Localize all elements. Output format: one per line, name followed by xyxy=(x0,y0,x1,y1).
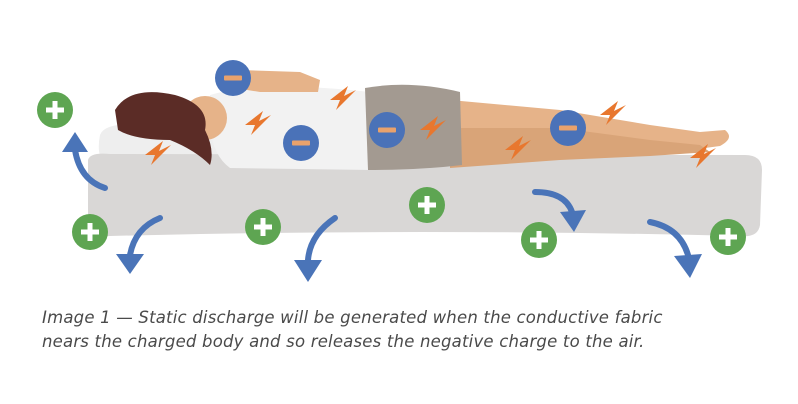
plus-circle-icon xyxy=(72,214,108,250)
curved-arrow-icon xyxy=(647,219,691,258)
hair xyxy=(115,92,212,165)
curved-arrow-icon xyxy=(72,147,108,191)
plus-circle-icon xyxy=(521,222,557,258)
minus-circle-icon xyxy=(369,112,405,148)
arm xyxy=(235,70,320,92)
minus-circle-icon xyxy=(550,110,586,146)
plus-circle-icon xyxy=(409,187,445,223)
arrow-head xyxy=(62,132,88,152)
curved-arrow-icon xyxy=(532,189,575,215)
caption-line-1: Image 1 — Static discharge will be gener… xyxy=(42,308,663,327)
plus-circle-icon xyxy=(245,209,281,245)
caption-line-2: nears the charged body and so releases t… xyxy=(42,332,645,351)
figure-caption: Image 1 — Static discharge will be gener… xyxy=(42,306,782,354)
plus-circle-icon xyxy=(710,219,746,255)
minus-circle-icon xyxy=(215,60,251,96)
shorts xyxy=(365,84,462,170)
minus-circle-icon xyxy=(283,125,319,161)
curved-arrow-icon xyxy=(127,215,163,258)
plus-circle-icon xyxy=(37,92,73,128)
curved-arrow-icon xyxy=(305,215,338,263)
